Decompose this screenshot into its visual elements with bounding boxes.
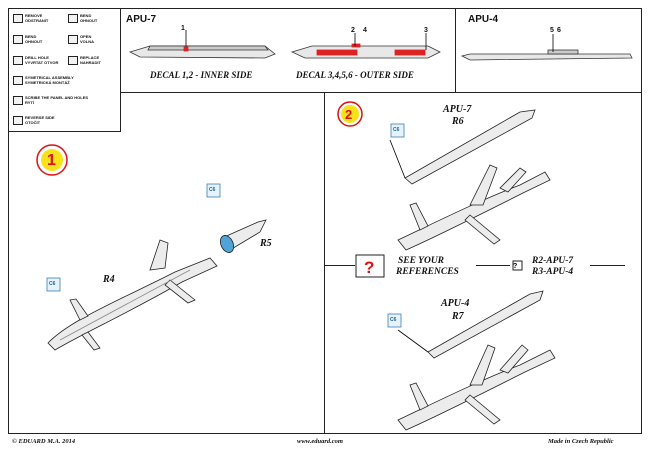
footer-website[interactable]: www.eduard.com [297, 438, 343, 445]
step-1-badge [36, 144, 68, 176]
part-r4: R4 [103, 274, 115, 285]
decal-inner-caption: DECAL 1,2 - INNER SIDE [150, 70, 253, 80]
decal-number: 6 [557, 27, 561, 34]
reference-mini-box [512, 260, 523, 271]
decal-outer-caption: DECAL 3,4,5,6 - OUTER SIDE [296, 70, 414, 80]
apu7-inner-rail [128, 30, 276, 59]
section-divider [324, 93, 326, 434]
see-references-1: SEE YOUR [398, 256, 445, 266]
remove-icon [13, 14, 23, 23]
open-icon [68, 35, 78, 44]
c6-label: C6 [209, 187, 216, 193]
part-r6: R6 [452, 116, 464, 127]
apu4-label: APU-4 [468, 14, 499, 25]
apu7-launcher [389, 109, 536, 185]
svg-text:?: ? [513, 263, 517, 270]
drill-icon [13, 56, 23, 65]
bend-icon [68, 14, 78, 23]
step-2-badge [337, 101, 363, 127]
decal-number: 3 [424, 27, 428, 34]
divider [455, 8, 457, 93]
step-1-number: 1 [47, 152, 56, 169]
reference-box [355, 254, 385, 278]
step-1-fill [41, 149, 63, 171]
apu4-launcher [397, 290, 544, 359]
reference-line [590, 265, 625, 266]
bend-icon [13, 35, 23, 44]
footer-copyright: © EDUARD M.A. 2014 [12, 438, 76, 445]
part-r7: R7 [452, 311, 464, 322]
seeker-r5 [219, 219, 267, 253]
question-mark-icon: ? [364, 258, 374, 277]
c6-label: C6 [49, 281, 56, 287]
decal-number: 5 [550, 27, 554, 34]
decal-panel [121, 8, 642, 93]
missile-r4 [47, 239, 218, 351]
apu7-label: APU-7 [126, 14, 157, 25]
apu4-step-label: APU-4 [441, 298, 470, 309]
reference-line [325, 265, 355, 266]
reference-line [476, 265, 510, 266]
step-2-number: 2 [345, 107, 353, 122]
footer-origin: Made in Czech Republic [548, 438, 614, 445]
ref-r2-apu7: R2-APU-7 [532, 256, 574, 266]
part-r5: R5 [260, 238, 272, 249]
missile-upper [397, 164, 551, 251]
c6-label: C6 [390, 317, 397, 323]
decal-number: 1 [181, 25, 185, 32]
c6-marker [46, 123, 405, 328]
missile-lower [397, 344, 556, 431]
scribe-icon [13, 96, 23, 105]
apu7-outer-rail [290, 33, 441, 59]
reverse-icon [13, 116, 23, 125]
apu7-step-label: APU-7 [443, 104, 472, 115]
ref-r3-apu4: R3-APU-4 [532, 267, 574, 277]
decal-number: 2 [351, 27, 355, 34]
decal-number: 4 [363, 27, 367, 34]
replace-icon [68, 56, 78, 65]
see-references-2: REFERENCES [396, 267, 459, 277]
c6-label: C6 [393, 127, 400, 133]
symmetric-icon [13, 76, 23, 85]
apu4-rail [460, 34, 633, 61]
